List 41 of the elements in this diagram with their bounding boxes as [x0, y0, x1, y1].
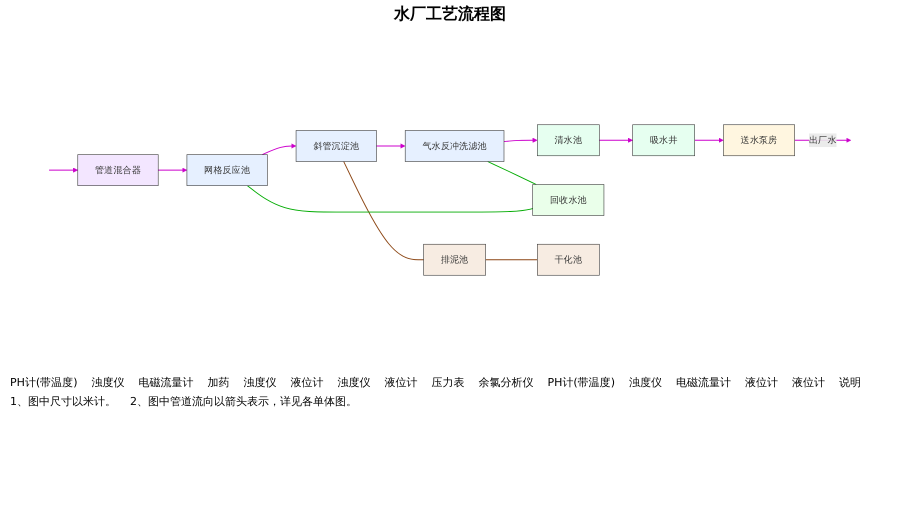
note-text: 加药 [208, 375, 230, 390]
node-box: 网格反应池 [186, 154, 268, 186]
arrow [504, 138, 538, 143]
note-text: 浊度仪 [338, 375, 370, 390]
diagram-title: 水厂工艺流程图 [392, 4, 507, 25]
note-text: 液位计 [384, 375, 418, 390]
note-text: 余氯分析仪 [478, 375, 534, 390]
note-text: 电磁流量计 [138, 375, 194, 390]
connector [487, 161, 537, 185]
note-text: PH计(带温度) [10, 375, 78, 390]
note-text: 说明 [839, 375, 861, 390]
connector [246, 185, 534, 213]
node-box: 斜管沉淀池 [296, 130, 377, 162]
node-box: 清水池 [537, 124, 600, 156]
note-text: PH计(带温度) [548, 375, 615, 390]
note-text: 浊度仪 [629, 375, 662, 390]
node-box: 干化池 [537, 244, 600, 276]
note-text: 压力表 [432, 375, 464, 390]
node-box: 送水泵房 [723, 124, 795, 156]
node-box: 排泥池 [423, 244, 486, 276]
node-box: 回收水池 [532, 184, 604, 216]
connector [343, 161, 424, 260]
arrow [598, 138, 633, 143]
arrow [48, 168, 78, 173]
arrow [158, 168, 188, 173]
node-box: 气水反冲洗滤池 [404, 130, 504, 162]
note-text: 液位计 [290, 375, 324, 390]
note-text: 1、图中尺寸以米计。 [10, 394, 116, 409]
arrow [694, 138, 724, 143]
note-text: 2、图中管道流向以箭头表示，详见各单体图。 [130, 394, 357, 409]
node-box: 吸水井 [632, 124, 695, 156]
connector [485, 259, 538, 260]
note-text: 液位计 [792, 375, 825, 390]
note-text: 电磁流量计 [676, 375, 731, 390]
arrow [376, 143, 406, 149]
node-box: 管道混合器 [78, 154, 158, 186]
edge-label: 出厂水 [809, 134, 837, 146]
note-text: 液位计 [745, 375, 778, 390]
arrow [262, 143, 296, 156]
note-text: 浊度仪 [244, 375, 276, 390]
note-text: 浊度仪 [92, 375, 124, 390]
